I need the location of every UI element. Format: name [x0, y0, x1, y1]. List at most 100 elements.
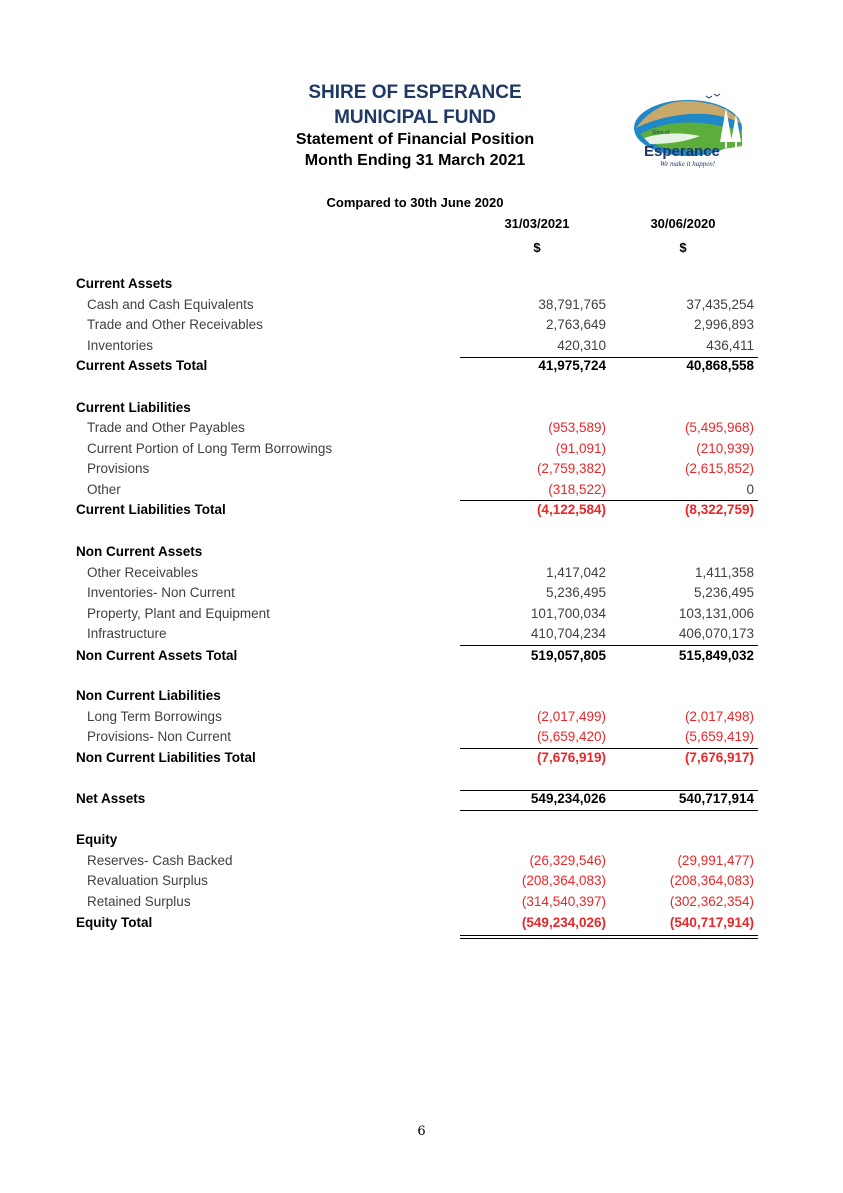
row-label: Current Liabilities [76, 400, 191, 415]
row-label: Current Portion of Long Term Borrowings [87, 441, 333, 456]
row-label: Equity [76, 832, 118, 847]
value-current: (208,364,083) [521, 873, 606, 888]
row-equity-total: Equity Total (549,234,026) (540,717,914) [0, 915, 843, 933]
row-label: Retained Surplus [87, 894, 191, 909]
value-prior: 515,849,032 [678, 648, 754, 663]
value-current: 420,310 [557, 338, 606, 353]
value-current: 5,236,495 [545, 585, 606, 600]
value-current: (2,017,499) [536, 709, 606, 724]
value-current: (26,329,546) [529, 853, 606, 868]
rule-line [460, 790, 758, 791]
row-net-assets: Net Assets 549,234,026 540,717,914 [0, 791, 843, 809]
row-label: Non Current Assets Total [76, 648, 238, 663]
value-prior: 436,411 [706, 338, 754, 353]
value-current: 1,417,042 [545, 565, 606, 580]
value-prior: (5,659,419) [684, 729, 754, 744]
value-prior: (210,939) [696, 441, 754, 456]
row-label: Provisions [87, 461, 150, 476]
row-current-portion-of-long-term-borrowings: Current Portion of Long Term Borrowings (… [0, 441, 843, 459]
row-trade-and-other-receivables: Trade and Other Receivables 2,763,649 2,99… [0, 317, 843, 335]
value-current: (549,234,026) [521, 915, 606, 930]
row-label: Current Assets [76, 276, 173, 291]
row-label: Long Term Borrowings [87, 709, 222, 724]
logo-tagline-text: We make it happen! [660, 160, 716, 168]
report-fund-title: MUNICIPAL FUND [334, 107, 496, 128]
row-label: Property, Plant and Equipment [87, 606, 270, 621]
value-current: (953,589) [548, 420, 606, 435]
value-prior: (208,364,083) [669, 873, 754, 888]
row-non-current-assets-total: Non Current Assets Total 519,057,805 515,8… [0, 648, 843, 666]
logo-top-text: Shire of [652, 130, 670, 136]
rule-line [460, 500, 758, 501]
row-property-plant-and-equipment: Property, Plant and Equipment 101,700,034… [0, 606, 843, 624]
row-non-current-liabilities-total: Non Current Liabilities Total(7,676,919)… [0, 750, 843, 768]
value-current: (318,522) [548, 482, 606, 497]
value-prior: 406,070,173 [678, 626, 754, 641]
value-current: (4,122,584) [536, 502, 606, 517]
column-header-prior: 30/06/2020 [650, 216, 716, 231]
value-prior: 2,996,893 [693, 317, 754, 332]
rule-line [460, 645, 758, 646]
report-period-title: Month Ending 31 March 2021 [304, 152, 526, 169]
value-prior: (540,717,914) [669, 915, 754, 930]
value-current: 519,057,805 [530, 648, 606, 663]
row-label: Provisions- Non Current [87, 729, 232, 744]
row-equity: Equity [0, 832, 843, 850]
row-label: Current Assets Total [76, 358, 208, 373]
row-label: Reserves- Cash Backed [87, 853, 233, 868]
row-current-assets: Current Assets [0, 276, 843, 294]
row-non-current-assets: Non Current Assets [0, 544, 843, 562]
row-label: Equity Total [76, 915, 153, 930]
value-prior: (7,676,917) [684, 750, 754, 765]
row-non-current-liabilities: Non Current Liabilities [0, 688, 843, 706]
value-prior: (8,322,759) [684, 502, 754, 517]
column-unit-prior: $ [679, 240, 687, 255]
row-label: Inventories [87, 338, 154, 353]
value-prior: 103,131,006 [678, 606, 754, 621]
row-inventories: Inventories 420,310 436,411 [0, 338, 843, 356]
row-provisions: Provisions(2,759,382)(2,615,852) [0, 461, 843, 479]
row-retained-surplus: Retained Surplus(314,540,397)(302,362,35… [0, 894, 843, 912]
value-current: 2,763,649 [545, 317, 606, 332]
rule-line [460, 357, 758, 358]
row-trade-and-other-payables: Trade and Other Payables(953,589)(5,495,… [0, 420, 843, 438]
row-label: Non Current Assets [76, 544, 203, 559]
value-current: 101,700,034 [530, 606, 606, 621]
row-label: Trade and Other Receivables [87, 317, 263, 332]
value-current: (5,659,420) [536, 729, 606, 744]
row-label: Non Current Liabilities [76, 688, 221, 703]
value-prior: 540,717,914 [678, 791, 754, 806]
row-current-liabilities-total: Current Liabilities Total (4,122,584) (8,3… [0, 502, 843, 520]
row-label: Trade and Other Payables [87, 420, 245, 435]
row-label: Inventories- Non Current [87, 585, 235, 600]
logo-name-text: Esperance [644, 143, 720, 160]
rule-line [460, 938, 758, 939]
value-current: (7,676,919) [536, 750, 606, 765]
value-current: 549,234,026 [530, 791, 606, 806]
value-prior: (29,991,477) [677, 853, 754, 868]
value-prior: 0 [746, 482, 754, 497]
rule-line [460, 810, 758, 811]
shire-logo: Shire of Esperance We make it happen! [630, 88, 760, 178]
rule-line [460, 935, 758, 936]
value-prior: 40,868,558 [686, 358, 754, 373]
row-label: Revaluation Surplus [87, 873, 208, 888]
column-header-current: 31/03/2021 [504, 216, 570, 231]
rule-line [460, 748, 758, 749]
value-current: 41,975,724 [538, 358, 606, 373]
value-current: 38,791,765 [538, 297, 606, 312]
row-current-assets-total: Current Assets Total 41,975,724 40,868,558 [0, 358, 843, 376]
report-statement-title: Statement of Financial Position [295, 131, 535, 148]
comparison-caption: Compared to 30th June 2020 [326, 195, 504, 210]
page-number: 6 [417, 1124, 426, 1139]
row-label: Current Liabilities Total [76, 502, 226, 517]
report-entity-title: SHIRE OF ESPERANCE [308, 82, 522, 103]
value-prior: (2,615,852) [684, 461, 754, 476]
value-current: (314,540,397) [521, 894, 606, 909]
row-label: Net Assets [76, 791, 146, 806]
value-prior: 37,435,254 [686, 297, 754, 312]
row-reserves-cash-backed: Reserves- Cash Backed (26,329,546) (29,991… [0, 853, 843, 871]
